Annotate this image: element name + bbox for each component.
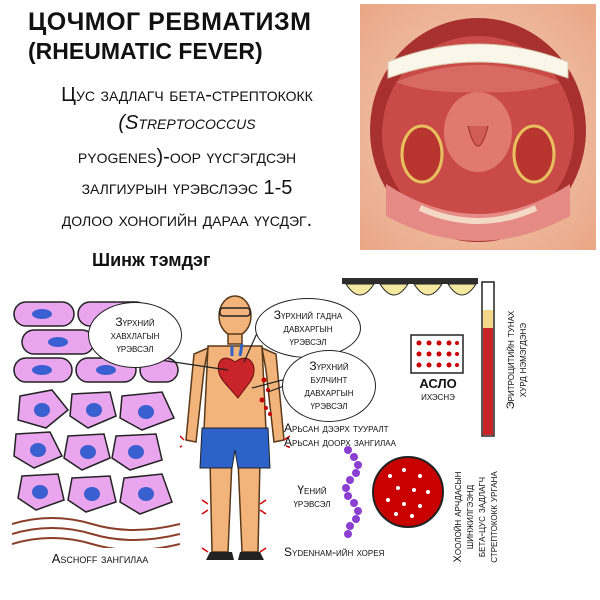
esr-tube-icon xyxy=(481,281,495,437)
aslo-sub-label: ихэснэ xyxy=(421,391,455,403)
section-title: Шинж тэмдэг xyxy=(92,250,211,270)
tonsils-icon xyxy=(342,278,478,296)
myocarditis-label-2: хавхлагын xyxy=(110,327,160,342)
heart-icon xyxy=(217,343,255,399)
throat-culture-label: Хоолойн арчдасын шинжилгээнд бета-цус за… xyxy=(452,442,500,592)
streptococcus-chain-icon xyxy=(342,446,362,538)
page-subtitle: (RHEUMATIC FEVER) xyxy=(28,38,263,64)
pericarditis-label-2: давхаргын xyxy=(283,320,333,335)
esr-label: Эритроцитийн тунах хурд нэмэгдэнэ xyxy=(505,290,529,430)
description-line-1: Цус задлагч бета-стрептококк xyxy=(61,84,313,106)
pericarditis-bubble: Зүрхний гадна давхаргын үрэвсэл xyxy=(255,298,361,358)
myocarditis-label-1: Зүрхний xyxy=(115,314,155,329)
description-line-3: pyogenes)-оор үүсгэгдсэн xyxy=(77,146,297,168)
endocarditis-label-1: Зүрхний xyxy=(309,359,349,373)
esr-label-2: хурд нэмэгдэнэ xyxy=(517,322,529,398)
page-title: ЦОЧМОГ РЕВМАТИЗМ xyxy=(28,8,312,36)
description-line-2: (Streptococcus xyxy=(118,112,256,134)
chorea-label: Sydenham-ийн хорея xyxy=(284,545,385,559)
pericarditis-label-3: үрэвсэл xyxy=(289,333,327,348)
myocarditis-label-3: үрэвсэл xyxy=(116,340,154,355)
throat-culture-label-2: шинжилгээнд xyxy=(464,484,476,550)
aschoff-tissue-illustration xyxy=(12,298,180,548)
arthritis-label-1: Үений xyxy=(297,483,327,497)
description-line-5: долоо хоногийн дараа үүсдэг. xyxy=(61,209,313,231)
endocarditis-bubble: Зүрхний булчинт давхаргын үрэвсэл xyxy=(282,350,376,422)
endocarditis-label-3: давхаргын xyxy=(304,385,354,399)
throat-illustration xyxy=(360,4,596,250)
culture-dish-icon xyxy=(372,456,444,528)
throat-culture-label-3: бета-цус задлагч xyxy=(476,476,488,558)
skin-nodule-label: Арьсан доорх зангилаа xyxy=(284,435,396,449)
pericarditis-label-1: Зүрхний гадна xyxy=(273,307,343,322)
arthritis-label-2: үрэвсэл xyxy=(293,496,331,510)
skin-rash-label: Арьсан дээрх тууралт xyxy=(284,421,389,435)
aslo-plate-icon xyxy=(410,334,464,374)
endocarditis-label-4: үрэвсэл xyxy=(310,398,348,412)
description-line-4: залгиурын үрэвслээс 1-5 xyxy=(81,177,293,199)
throat-culture-label-4: стрептококк ургана xyxy=(488,471,500,563)
esr-label-1: Эритроцитийн тунах xyxy=(505,310,517,410)
aslo-label: АСЛО xyxy=(419,376,457,391)
arthritis-label: Үений үрэвсэл xyxy=(288,484,336,510)
throat-culture-label-1: Хоолойн арчдасын xyxy=(452,471,464,563)
endocarditis-label-2: булчинт xyxy=(310,372,348,386)
myocarditis-bubble: Зүрхний хавхлагын үрэвсэл xyxy=(88,302,182,368)
aschoff-label: Aschoff зангилаа xyxy=(51,551,149,566)
patient-figure xyxy=(180,295,290,560)
